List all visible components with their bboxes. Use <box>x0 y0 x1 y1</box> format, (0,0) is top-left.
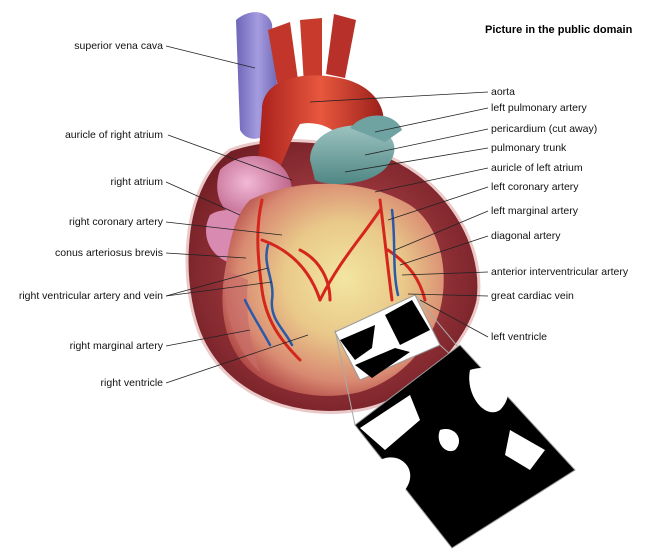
label-right-atrium: right atrium <box>110 176 163 188</box>
label-left-pulmonary-artery: left pulmonary artery <box>491 102 587 114</box>
label-anterior-interventricular-artery: anterior interventricular artery <box>491 266 628 278</box>
aortic-branch <box>326 14 356 78</box>
aortic-branch <box>300 18 322 84</box>
label-right-coronary-artery: right coronary artery <box>69 216 163 228</box>
label-auricle-of-left-atrium: auricle of left atrium <box>491 162 583 174</box>
label-aorta: aorta <box>491 86 515 98</box>
label-right-marginal-artery: right marginal artery <box>70 340 163 352</box>
label-pericardium: pericardium (cut away) <box>491 123 597 135</box>
label-superior-vena-cava: superior vena cava <box>74 40 163 52</box>
label-left-ventricle: left ventricle <box>491 331 547 343</box>
label-left-coronary-artery: left coronary artery <box>491 181 579 193</box>
label-right-ventricular-artery-and-vein: right ventricular artery and vein <box>19 290 163 302</box>
label-diagonal-artery: diagonal artery <box>491 230 560 242</box>
credit-text: Picture in the public domain <box>485 24 632 36</box>
label-pulmonary-trunk: pulmonary trunk <box>491 142 566 154</box>
label-left-marginal-artery: left marginal artery <box>491 205 578 217</box>
label-conus-arteriosus-brevis: conus arteriosus brevis <box>55 247 163 259</box>
label-auricle-of-right-atrium: auricle of right atrium <box>65 129 163 141</box>
label-great-cardiac-vein: great cardiac vein <box>491 290 574 302</box>
label-right-ventricle: right ventricle <box>101 377 163 389</box>
